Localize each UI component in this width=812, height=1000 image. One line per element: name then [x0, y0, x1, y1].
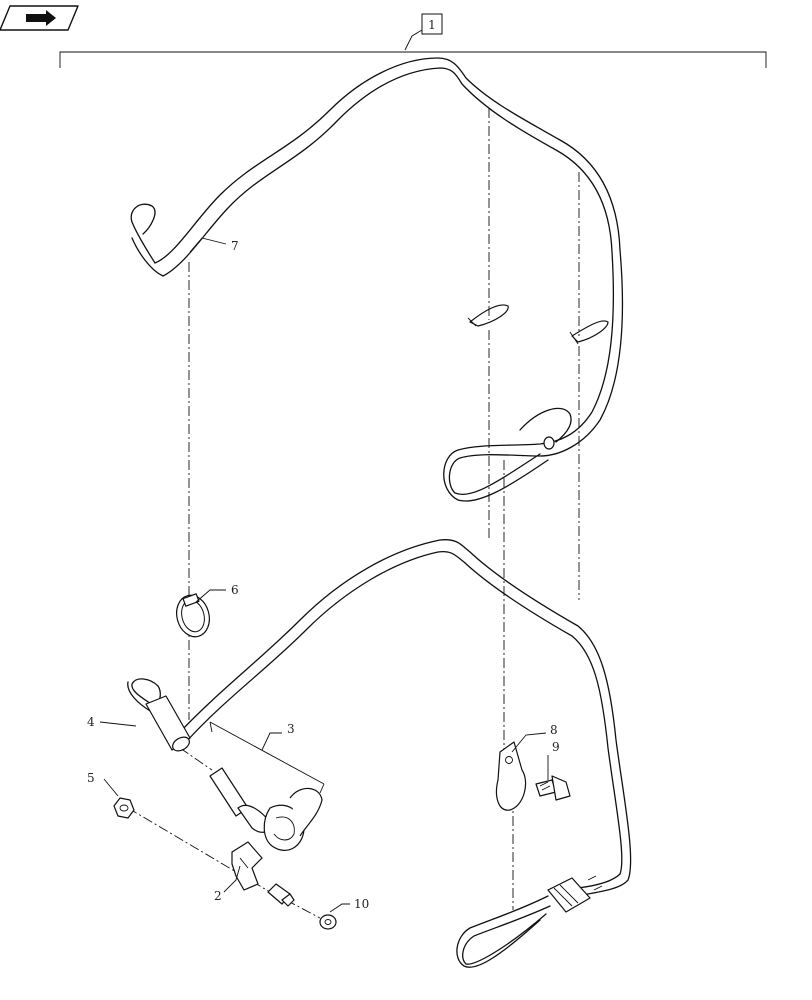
callout-6: 6 [231, 583, 239, 597]
callout-leader-5 [103, 778, 119, 797]
washer-part-10 [319, 914, 337, 930]
callout-10: 10 [354, 897, 369, 911]
assembly-label: 1 [428, 18, 436, 32]
callout-leader-6 [195, 589, 226, 603]
callout-3: 3 [287, 722, 295, 736]
callout-2: 2 [214, 889, 222, 903]
callout-5: 5 [87, 771, 95, 785]
callout-9: 9 [552, 740, 560, 754]
book-arrow-icon[interactable] [0, 5, 79, 31]
assembly-label-box [421, 13, 443, 35]
cable-tie-a [467, 304, 509, 327]
p-clip-part-8 [495, 741, 527, 811]
lower-harness-cable [179, 539, 632, 968]
callout-4: 4 [87, 715, 95, 729]
callout-leader-10 [329, 903, 350, 913]
connector-part-4 [127, 678, 191, 752]
sensor-part-3 [209, 767, 323, 851]
callout-leader-7 [189, 237, 227, 253]
callout-leader-8 [511, 732, 547, 753]
callout-leader-2 [223, 865, 241, 893]
sensor-group-bracket [209, 721, 325, 794]
alignment-line-nut [127, 807, 271, 893]
bolt-part-9 [535, 775, 571, 801]
callout-8: 8 [550, 723, 558, 737]
alignment-line-sensor [179, 747, 213, 771]
cable-tie-b [569, 320, 609, 345]
assembly-bracket [59, 51, 767, 68]
fitting [267, 883, 295, 907]
upper-harness-cable [130, 57, 624, 502]
callout-leader-4 [99, 721, 137, 727]
callout-leader-3 [261, 732, 282, 751]
callout-7: 7 [231, 239, 239, 253]
nut-part-5 [113, 797, 135, 819]
assembly-leader [404, 29, 423, 51]
cable-clamp-part-6 [176, 593, 210, 638]
bracket-part-2 [231, 841, 263, 891]
